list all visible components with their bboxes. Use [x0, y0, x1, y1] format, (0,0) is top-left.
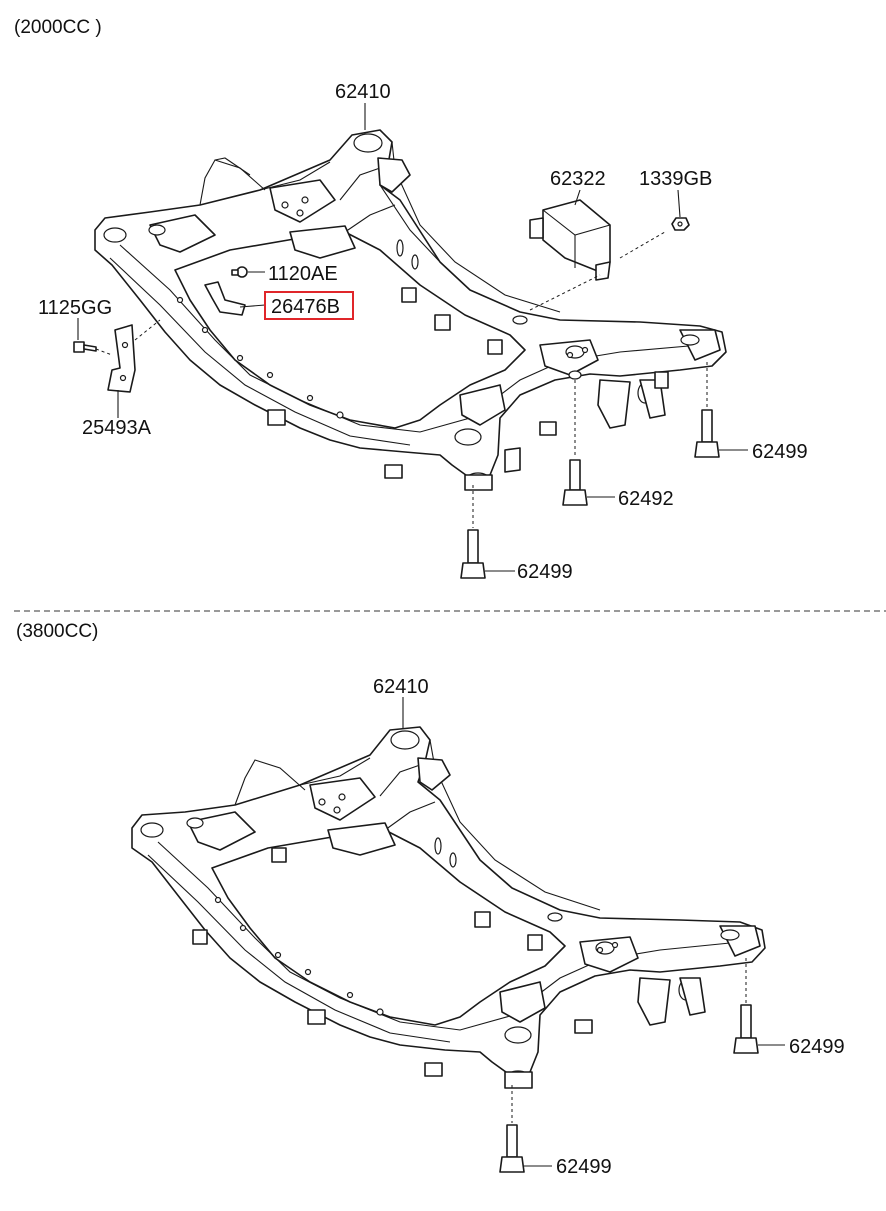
nut-1339gb [671, 217, 690, 231]
callout-62410-3800: 62410 [373, 676, 429, 698]
callout-62410: 62410 [335, 81, 391, 103]
section-label-2000cc: (2000CC ) [14, 17, 102, 38]
bolt-62499-lower [460, 529, 486, 579]
callout-1125gg: 1125GG [38, 297, 112, 319]
callout-62499-right-3800: 62499 [789, 1036, 845, 1058]
callout-62499-lower: 62499 [517, 561, 573, 583]
bolt-1120ae [231, 266, 248, 278]
callout-1120ae: 1120AE [268, 263, 338, 285]
callout-26476b[interactable]: 26476B [271, 296, 340, 318]
section-3800cc: (3800CC) [16, 621, 845, 1178]
bolt-62499-right [694, 409, 720, 458]
section-label-3800cc: (3800CC) [16, 621, 98, 642]
bracket-25493a [107, 324, 136, 393]
callout-62322: 62322 [550, 168, 606, 190]
callout-62492: 62492 [618, 488, 674, 510]
bolt-62492 [562, 459, 588, 506]
bracket-26476b [204, 281, 246, 316]
callout-1339gb: 1339GB [639, 168, 712, 190]
callout-62499-lower-3800: 62499 [556, 1156, 612, 1178]
callout-25493a: 25493A [82, 417, 152, 439]
bolt-62499-right-3800 [733, 1004, 759, 1054]
highlight-box [264, 291, 354, 320]
section-2000cc: (2000CC ) [14, 17, 808, 583]
callout-62499-right: 62499 [752, 441, 808, 463]
bolt-62499-lower-3800 [499, 1124, 525, 1173]
module-62322 [529, 199, 611, 281]
crossmember-2000cc [94, 129, 727, 491]
bolt-1125gg [73, 341, 97, 353]
crossmember-3800cc [131, 726, 766, 1089]
